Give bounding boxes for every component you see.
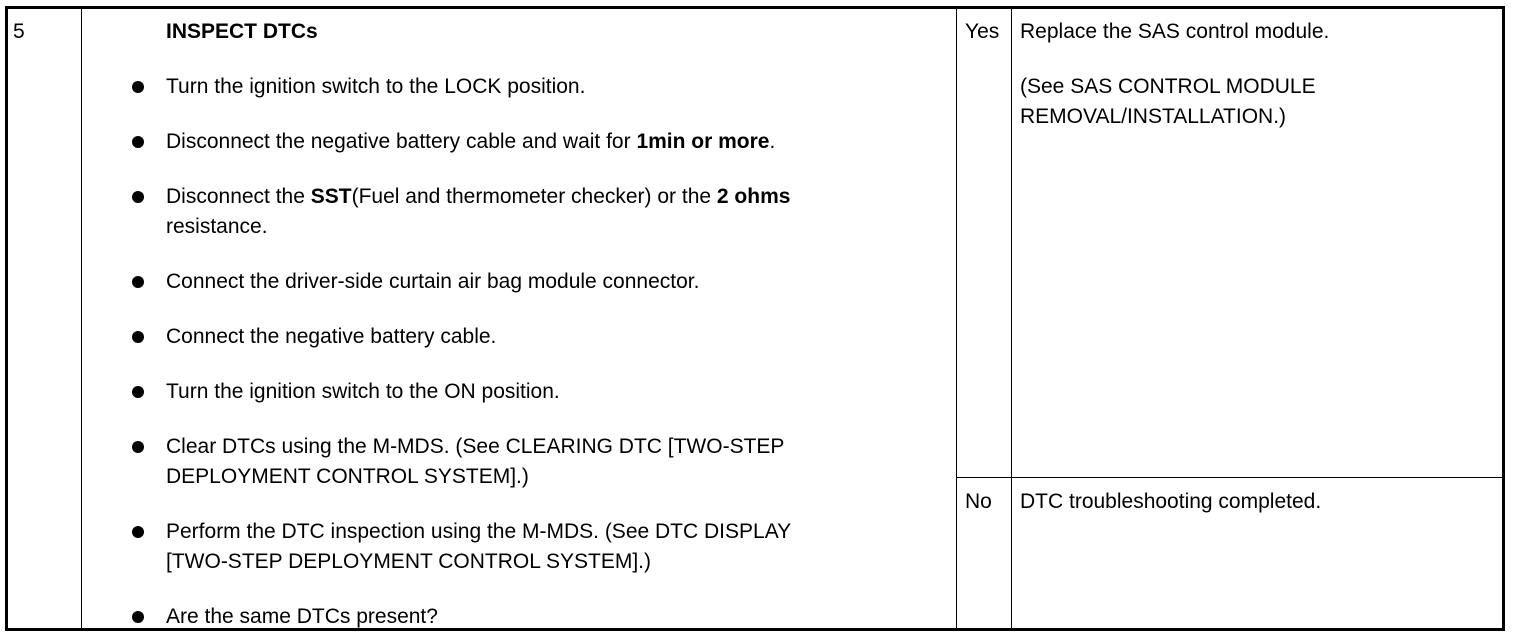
bullet-text: Clear DTCs using the M-MDS. (See CLEARIN… [166,432,784,462]
bullet-dot-icon [132,81,144,93]
bullet-dot-icon [132,441,144,453]
bullet-text-emphasis: 2 ohms [716,185,791,208]
bullet-text: Turn the ignition switch to the LOCK pos… [166,72,585,102]
bullet-text-segment: Disconnect the [166,185,311,208]
bullet-dot-icon [132,276,144,288]
bullet-text-segment: Connect the negative battery cable. [166,325,497,348]
yes-no-divider [957,477,1502,478]
bullet-dot-icon [132,386,144,398]
procedure-table: 5 INSPECT DTCs Turn the ignition switch … [5,6,1505,631]
bullet-text: Connect the driver-side curtain air bag … [166,267,699,297]
bullet-dot-icon [132,136,144,148]
column-divider-steps [956,9,957,628]
bullet-text-segment: Perform the DTC inspection using the M-M… [166,520,792,543]
bullet-text-continuation: DEPLOYMENT CONTROL SYSTEM].) [166,465,529,488]
column-divider-result-label [1011,9,1012,628]
step-number: 5 [13,20,25,43]
bullet-text: Disconnect the negative battery cable an… [166,127,775,157]
bullet-text-segment: Turn the ignition switch to the LOCK pos… [166,75,586,98]
bullet-dot-icon [132,331,144,343]
column-divider-number [81,9,82,628]
bullet-text-emphasis: 1min or more [636,130,770,153]
yes-reference-line-2: REMOVAL/INSTALLATION.) [1020,105,1287,128]
bullet-dot-icon [132,526,144,538]
bullet-dot-icon [132,191,144,203]
bullet-text-segment: . [769,130,776,153]
bullet-text-segment: Turn the ignition switch to the ON posit… [166,380,560,403]
bullet-text-segment: Connect the driver-side curtain air bag … [166,270,700,293]
bullet-text-segment: (Fuel and thermometer checker) or the [351,185,717,208]
yes-action-text: Replace the SAS control module. [1020,20,1330,43]
no-action-text: DTC troubleshooting completed. [1020,490,1322,513]
bullet-text-emphasis: SST [310,185,352,208]
bullet-text: Connect the negative battery cable. [166,322,496,352]
yes-label: Yes [965,20,1000,43]
bullet-text-continuation: [TWO-STEP DEPLOYMENT CONTROL SYSTEM].) [166,550,651,573]
bullet-text-continuation: resistance. [166,215,268,238]
bullet-text: Disconnect the SST(Fuel and thermometer … [166,182,790,212]
bullet-text-segment: Clear DTCs using the M-MDS. (See CLEARIN… [166,435,785,458]
bullet-text-segment: Are the same DTCs present? [166,605,438,628]
bullet-text-segment: Disconnect the negative battery cable an… [166,130,637,153]
bullet-text: Perform the DTC inspection using the M-M… [166,517,791,547]
bullet-text: Are the same DTCs present? [166,602,438,632]
bullet-text: Turn the ignition switch to the ON posit… [166,377,560,407]
no-label: No [965,490,992,513]
yes-reference-line-1: (See SAS CONTROL MODULE [1020,75,1316,98]
bullet-dot-icon [132,611,144,623]
step-title: INSPECT DTCs [166,20,318,43]
